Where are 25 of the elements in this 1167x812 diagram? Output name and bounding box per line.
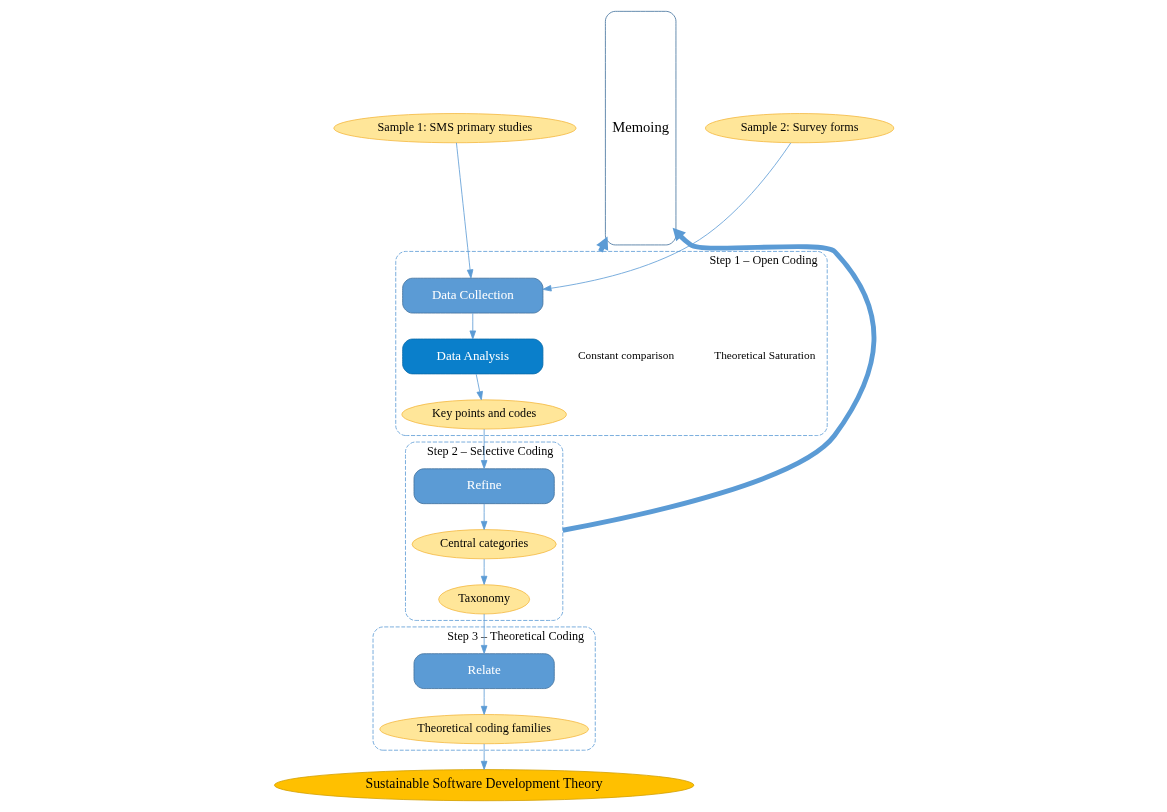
node-ellipse: Taxonomy <box>437 584 530 615</box>
arrow <box>480 613 487 654</box>
node-box: Data Analysis <box>401 338 543 375</box>
arrow <box>480 503 487 530</box>
arrow <box>480 558 487 585</box>
node-ellipse: Theoretical coding families <box>378 714 589 745</box>
arrow <box>480 743 487 770</box>
arrow <box>561 227 876 533</box>
arrow <box>480 688 487 715</box>
node-box: Refine <box>413 468 555 505</box>
arrow <box>542 142 791 292</box>
node-box: Memoing <box>604 10 676 246</box>
node-box: Data Collection <box>401 277 543 314</box>
arrow <box>480 428 487 469</box>
node-ellipse: Sample 2: Survey forms <box>704 113 894 144</box>
node-box: Relate <box>413 653 555 689</box>
arrow <box>475 373 483 401</box>
node-ellipse: Key points and codes <box>401 399 567 430</box>
arrow <box>469 312 476 340</box>
arrow <box>455 142 473 279</box>
label: Constant comparison <box>577 349 674 362</box>
node-ellipse: Sample 1: SMS primary studies <box>332 113 576 144</box>
label: Theoretical Saturation <box>713 349 815 362</box>
node-ellipse: Central categories <box>411 529 557 560</box>
node-ellipse: Sustainable Software Development Theory <box>273 769 694 802</box>
